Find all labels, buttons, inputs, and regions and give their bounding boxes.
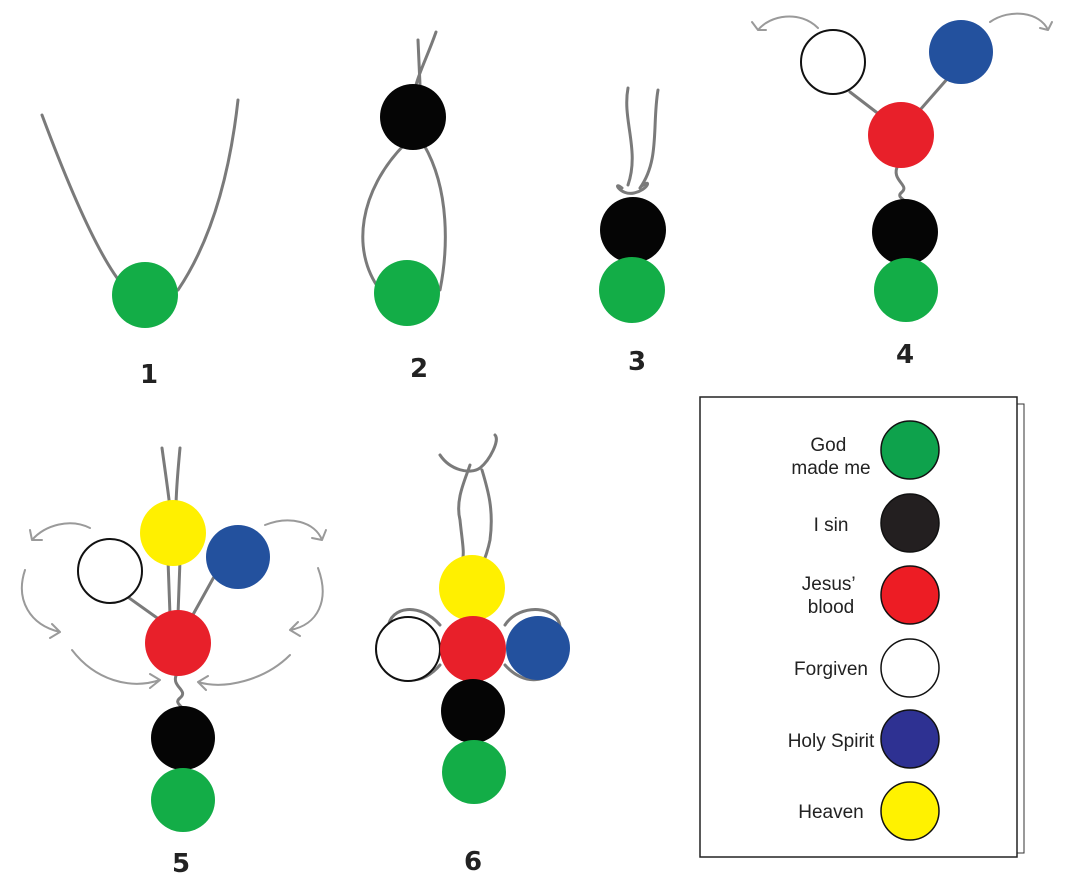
legend-item-forgiven: Forgiven xyxy=(794,638,940,698)
step-4-arrow-left xyxy=(751,15,819,31)
step-5-arrow-top-right xyxy=(264,519,327,541)
step-5-panel: 5 xyxy=(20,446,327,879)
legend-item-i-sin: I sin xyxy=(814,493,940,553)
step-1-panel: 1 xyxy=(40,98,240,390)
legend-bead-red xyxy=(880,565,940,625)
step-5-arrow-bottom-right xyxy=(197,654,291,691)
legend-bead-blue xyxy=(880,709,940,769)
step-2-string-top xyxy=(414,30,438,87)
step-2-black-bead xyxy=(380,84,446,150)
step-4-knot xyxy=(894,163,907,207)
step-3-black-bead xyxy=(600,197,666,263)
step-6-yellow-bead xyxy=(439,555,505,621)
step-6-side-loops xyxy=(386,608,562,682)
step-5-number: 5 xyxy=(172,849,190,879)
step-6-white-bead xyxy=(375,616,441,682)
step-5-green-bead xyxy=(151,768,215,832)
step-5-white-bead xyxy=(77,538,143,604)
step-2-number: 2 xyxy=(410,354,428,384)
step-4-red-bead xyxy=(868,102,934,168)
step-5-arrow-right-down xyxy=(289,567,324,637)
step-3-string-top xyxy=(625,86,660,190)
legend-label-i-sin: I sin xyxy=(814,515,849,536)
step-6-top-loop xyxy=(438,433,498,562)
step-1-number: 1 xyxy=(140,360,158,390)
legend-bead-yellow xyxy=(880,781,940,841)
step-5-arrow-left-down xyxy=(20,569,61,639)
step-4-arrow-right xyxy=(989,12,1053,31)
step-5-arrow-top-left xyxy=(29,522,91,541)
legend-label-jesus-blood: Jesus’ blood xyxy=(802,574,860,618)
step-3-panel: 3 xyxy=(599,86,666,377)
step-6-red-bead xyxy=(440,616,506,682)
step-5-red-bead xyxy=(145,610,211,676)
step-2-panel: 2 xyxy=(361,30,447,384)
step-6-black-bead xyxy=(441,679,505,743)
step-4-panel: 4 xyxy=(751,12,1053,370)
step-4-black-bead xyxy=(872,199,938,265)
legend-label-heaven: Heaven xyxy=(798,802,864,823)
legend-item-jesus-blood: Jesus’ blood xyxy=(802,565,940,625)
step-4-number: 4 xyxy=(896,340,914,370)
step-6-green-bead xyxy=(442,740,506,804)
legend-card-sheet xyxy=(699,396,1018,858)
step-6-panel: 6 xyxy=(375,433,570,877)
step-2-string-loop xyxy=(361,143,447,292)
legend-card: God made me I sin Jesus’ blood Forgiven … xyxy=(699,396,1025,858)
step-5-blue-bead xyxy=(206,525,270,589)
legend-item-holy-spirit: Holy Spirit xyxy=(788,709,940,769)
legend-label-god-made-me: God made me xyxy=(791,435,870,479)
step-4-white-bead xyxy=(800,29,866,95)
step-3-knot xyxy=(616,181,650,195)
step-4-string-arms xyxy=(848,76,950,117)
step-4-blue-bead xyxy=(929,20,993,84)
step-3-number: 3 xyxy=(628,347,646,377)
legend-item-heaven: Heaven xyxy=(798,781,940,841)
legend-bead-green xyxy=(880,420,940,480)
step-1-string xyxy=(40,98,240,292)
step-2-green-bead xyxy=(374,260,440,326)
legend-label-forgiven: Forgiven xyxy=(794,659,868,680)
step-5-knot xyxy=(174,670,185,714)
step-5-arrow-bottom-left xyxy=(71,649,161,689)
legend-label-holy-spirit: Holy Spirit xyxy=(788,731,875,752)
step-3-green-bead xyxy=(599,257,665,323)
legend-item-god-made-me: God made me xyxy=(791,420,940,480)
step-4-green-bead xyxy=(874,258,938,322)
step-5-yellow-bead xyxy=(140,500,206,566)
step-1-green-bead xyxy=(112,262,178,328)
legend-bead-black xyxy=(880,493,940,553)
step-5-string-middle xyxy=(123,558,217,622)
legend-bead-white xyxy=(880,638,940,698)
step-6-number: 6 xyxy=(464,847,482,877)
step-6-blue-bead xyxy=(506,616,570,680)
step-5-black-bead xyxy=(151,706,215,770)
step-5-string-top xyxy=(160,446,182,510)
